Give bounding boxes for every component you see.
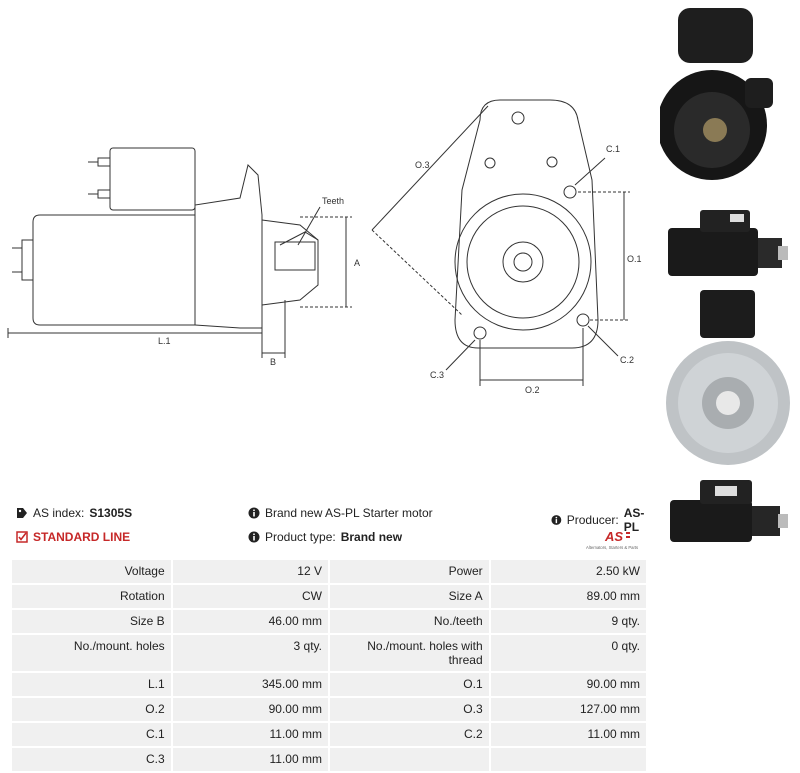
check-square-icon — [16, 531, 28, 543]
spec-label: O.2 — [12, 698, 171, 721]
spec-label: C.3 — [12, 748, 171, 771]
logo-tagline: Alternators, Starters & Parts — [586, 545, 638, 550]
spec-value — [490, 748, 646, 771]
dim-c2-label: C.2 — [620, 355, 634, 365]
standard-line: STANDARD LINE — [16, 530, 130, 544]
spec-label: No./mount. holes with thread — [329, 635, 489, 671]
dim-o3-label: O.3 — [415, 160, 430, 170]
spec-value: 127.00 mm — [490, 698, 646, 721]
spec-value: 11.00 mm — [490, 723, 646, 746]
producer-label: Producer: — [566, 513, 619, 527]
description: Brand new AS-PL Starter motor — [248, 506, 433, 520]
dim-l1-label: L.1 — [158, 336, 171, 346]
spec-value: CW — [172, 585, 328, 608]
technical-drawing: Teeth A B L.1 O.1 O.2 O.3 C.1 C.2 C.3 — [7, 99, 642, 395]
table-row: O.2 90.00 mm O.3 127.00 mm — [12, 698, 646, 721]
spec-value: 11.00 mm — [172, 748, 328, 771]
product-type-value: Brand new — [340, 530, 403, 544]
spec-label: L.1 — [12, 673, 171, 696]
dim-o1-label: O.1 — [627, 254, 642, 264]
spec-label: No./mount. holes — [12, 635, 171, 671]
spec-value: 345.00 mm — [172, 673, 328, 696]
product-type: Product type: Brand new — [248, 530, 402, 544]
spec-value: 11.00 mm — [172, 723, 328, 746]
spec-value: 89.00 mm — [490, 585, 646, 608]
spec-value: 0 qty. — [490, 635, 646, 671]
table-row: C.3 11.00 mm — [12, 748, 646, 771]
dim-o2-label: O.2 — [525, 385, 540, 395]
as-index: AS index: S1305S — [16, 506, 132, 520]
as-pl-logo: AS Alternators, Starters & Parts — [586, 529, 638, 550]
dim-c1-label: C.1 — [606, 144, 620, 154]
producer-value: AS-PL — [623, 506, 645, 534]
spec-value: 12 V — [172, 560, 328, 583]
spec-label: O.3 — [329, 698, 489, 721]
info-icon — [248, 507, 260, 519]
info-icon — [551, 515, 562, 525]
solenoid-outline — [109, 147, 196, 211]
product-info: AS index: S1305S STANDARD LINE Brand new… — [16, 500, 656, 556]
spec-value: 2.50 kW — [490, 560, 646, 583]
spec-table: Voltage 12 V Power 2.50 kW Rotation CW S… — [10, 558, 648, 773]
spec-label: C.2 — [329, 723, 489, 746]
product-photo-rear — [660, 8, 773, 180]
producer: Producer: AS-PL — [551, 506, 656, 534]
flange-face — [454, 193, 592, 331]
as-index-value: S1305S — [89, 506, 133, 520]
description-text: Brand new AS-PL Starter motor — [265, 506, 433, 520]
spec-label: O.1 — [329, 673, 489, 696]
spec-value: 90.00 mm — [172, 698, 328, 721]
table-row: L.1 345.00 mm O.1 90.00 mm — [12, 673, 646, 696]
spec-value: 9 qty. — [490, 610, 646, 633]
info-icon — [248, 531, 260, 543]
product-photo-side-2 — [670, 480, 788, 542]
spec-label: Voltage — [12, 560, 171, 583]
spec-label — [329, 748, 489, 771]
table-row: No./mount. holes 3 qty. No./mount. holes… — [12, 635, 646, 671]
table-row: C.1 11.00 mm C.2 11.00 mm — [12, 723, 646, 746]
teeth-label: Teeth — [322, 196, 344, 206]
table-row: Rotation CW Size A 89.00 mm — [12, 585, 646, 608]
standard-line-label: STANDARD LINE — [33, 530, 131, 544]
motor-nose-outline — [194, 164, 263, 329]
product-photo-front — [666, 290, 790, 465]
table-row: Voltage 12 V Power 2.50 kW — [12, 560, 646, 583]
dim-a-label: A — [354, 258, 360, 268]
as-index-label: AS index: — [33, 506, 85, 520]
motor-body-outline — [32, 214, 196, 326]
spec-label: Size B — [12, 610, 171, 633]
product-photos — [660, 8, 790, 542]
spec-value: 90.00 mm — [490, 673, 646, 696]
dim-c3-label: C.3 — [430, 370, 444, 380]
dim-b-label: B — [270, 357, 276, 367]
spec-value: 3 qty. — [172, 635, 328, 671]
spec-label: Rotation — [12, 585, 171, 608]
product-photo-side — [668, 210, 788, 276]
table-row: Size B 46.00 mm No./teeth 9 qty. — [12, 610, 646, 633]
spec-value: 46.00 mm — [172, 610, 328, 633]
logo-mark: AS — [604, 529, 623, 544]
flange-outline — [454, 99, 599, 349]
spec-label: Size A — [329, 585, 489, 608]
tag-icon — [17, 508, 27, 518]
spec-label: Power — [329, 560, 489, 583]
spec-label: No./teeth — [329, 610, 489, 633]
spec-label: C.1 — [12, 723, 171, 746]
product-type-label: Product type: — [265, 530, 336, 544]
